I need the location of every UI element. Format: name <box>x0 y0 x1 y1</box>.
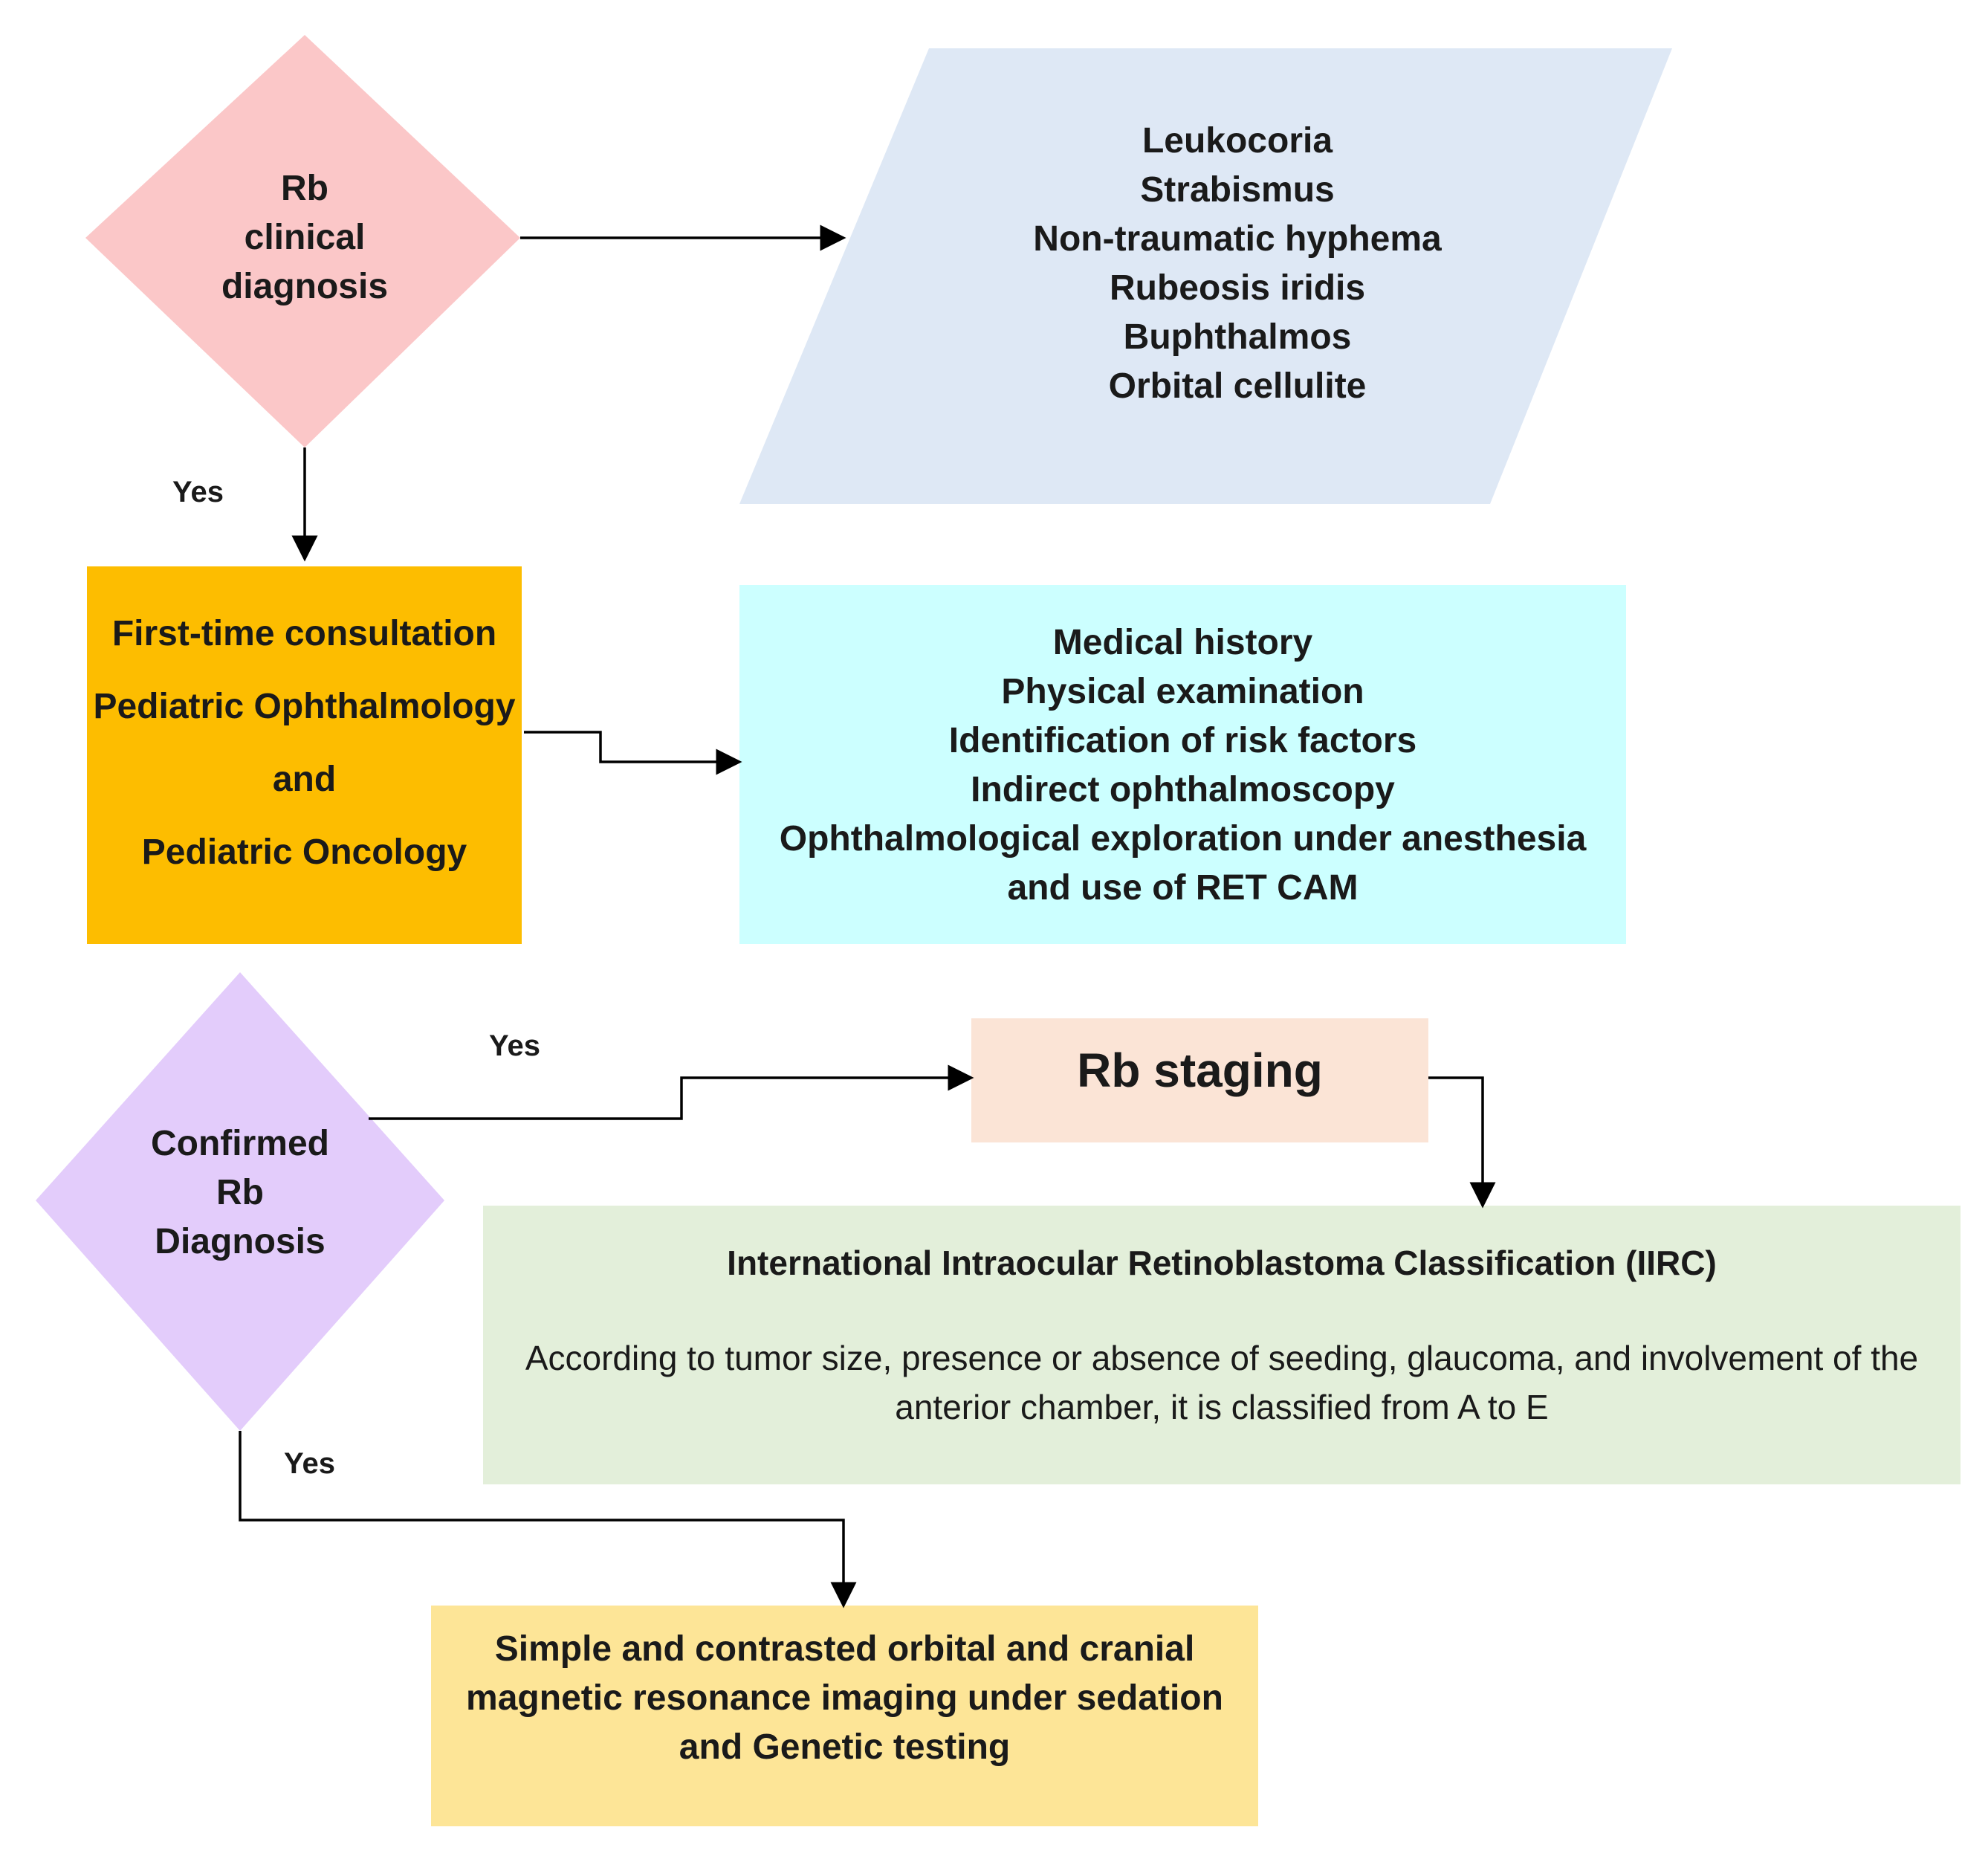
exam-item: and use of RET CAM <box>1007 868 1359 908</box>
confirmed-diagnosis-text: Confirmed Rb Diagnosis <box>84 1100 396 1286</box>
exam-list: Medical history Physical examination Ide… <box>739 617 1626 914</box>
imaging-line: magnetic resonance imaging under sedatio… <box>466 1678 1223 1718</box>
arrow-confirmed-to-imaging <box>239 1431 857 1609</box>
consultation-box <box>87 566 522 944</box>
yes-label-imaging: Yes <box>284 1447 335 1480</box>
symptoms-parallelogram <box>739 48 1672 504</box>
imaging-box <box>431 1606 1258 1826</box>
exam-item: Indirect ophthalmoscopy <box>971 770 1395 809</box>
yes-label-clinical: Yes <box>172 476 224 508</box>
symptom-item: Non-traumatic hyphema <box>1033 219 1442 259</box>
clinical-diagnosis-line: diagnosis <box>221 267 389 306</box>
consultation-line: and <box>272 760 337 799</box>
arrow-confirmed-to-staging <box>369 1064 974 1120</box>
exam-item: Identification of risk factors <box>948 721 1417 760</box>
exam-box <box>739 585 1626 944</box>
symptom-item: Buphthalmos <box>1123 317 1352 357</box>
imaging-line: and Genetic testing <box>679 1727 1011 1767</box>
confirmed-diagnosis-diamond <box>36 972 444 1431</box>
clinical-diagnosis-text: Rb clinical diagnosis <box>130 145 479 331</box>
imaging-text: Simple and contrasted orbital and crania… <box>431 1624 1258 1773</box>
iirc-body-line: anterior chamber, it is classified from … <box>895 1388 1549 1426</box>
arrow-staging-to-iirc <box>1428 1076 1496 1209</box>
clinical-diagnosis-diamond <box>85 35 520 447</box>
iirc-box <box>483 1206 1961 1484</box>
clinical-diagnosis-line: Rb <box>281 169 328 208</box>
symptom-item: Strabismus <box>1140 170 1335 210</box>
staging-label: Rb staging <box>1077 1044 1323 1097</box>
symptom-item: Leukocoria <box>1142 121 1333 161</box>
confirmed-diagnosis-line: Confirmed <box>151 1124 329 1163</box>
yes-label-staging: Yes <box>489 1029 540 1062</box>
confirmed-diagnosis-line: Rb <box>216 1173 264 1212</box>
symptom-item: Orbital cellulite <box>1108 366 1367 406</box>
exam-item: Ophthalmological exploration under anest… <box>779 819 1587 859</box>
iirc-body-text: According to tumor size, presence or abs… <box>483 1331 1961 1435</box>
clinical-diagnosis-line: clinical <box>244 218 366 257</box>
consultation-line: Pediatric Ophthalmology <box>93 687 516 726</box>
arrow-consultation-to-exam <box>524 731 742 775</box>
imaging-line: Simple and contrasted orbital and crania… <box>494 1629 1195 1669</box>
confirmed-diagnosis-line: Diagnosis <box>155 1222 326 1261</box>
symptoms-list: Leukocoria Strabismus Non-traumatic hyph… <box>918 111 1557 416</box>
consultation-text: First-time consultation Pediatric Ophtha… <box>87 595 522 892</box>
iirc-title-text: International Intraocular Retinoblastoma… <box>483 1234 1961 1292</box>
staging-text: Rb staging <box>971 1018 1428 1122</box>
exam-item: Physical examination <box>1001 672 1364 711</box>
consultation-line: First-time consultation <box>111 614 497 653</box>
iirc-body-line: According to tumor size, presence or abs… <box>525 1339 1919 1377</box>
exam-item: Medical history <box>1052 623 1313 662</box>
staging-box <box>971 1018 1428 1142</box>
consultation-line: Pediatric Oncology <box>141 832 467 872</box>
symptom-item: Rubeosis iridis <box>1109 268 1366 308</box>
iirc-title: International Intraocular Retinoblastoma… <box>727 1244 1717 1282</box>
